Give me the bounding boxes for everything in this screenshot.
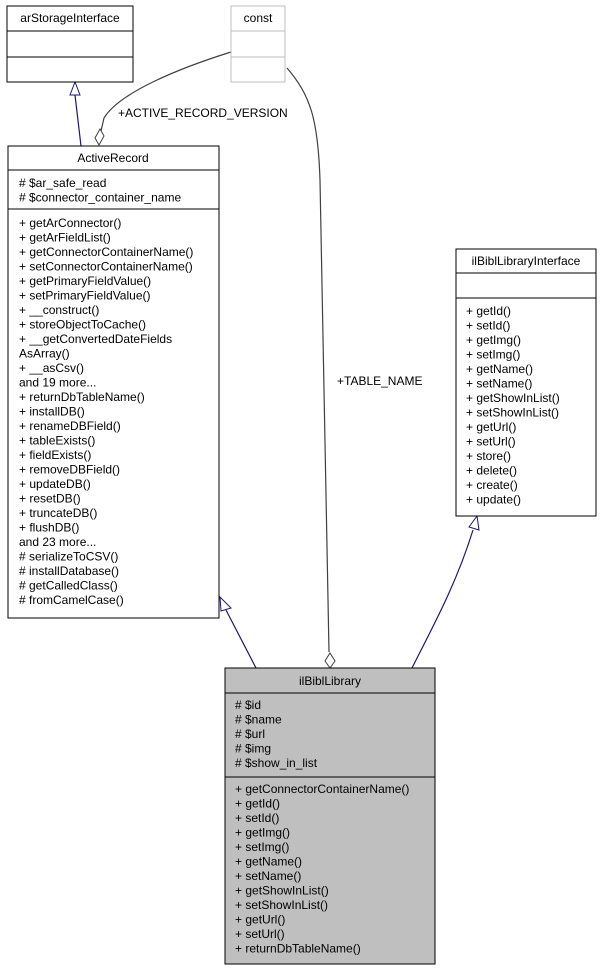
method-item: + setImg() bbox=[466, 348, 520, 362]
method-item: # installDatabase() bbox=[19, 564, 119, 578]
attribute-item: # $name bbox=[235, 713, 282, 727]
class-title: ilBiblLibraryInterface bbox=[472, 254, 581, 268]
attribute-list: # $ar_safe_read# $connector_container_na… bbox=[19, 176, 181, 205]
method-item: + getConnectorContainerName() bbox=[19, 245, 193, 259]
class-title: arStorageInterface bbox=[20, 11, 120, 25]
class-ar-storage-interface[interactable]: arStorageInterface bbox=[6, 5, 134, 83]
method-list: + getConnectorContainerName()+ getId()+ … bbox=[235, 782, 409, 956]
method-item: AsArray() bbox=[19, 347, 70, 361]
method-item: + getArFieldList() bbox=[19, 231, 111, 245]
method-item: + setPrimaryFieldValue() bbox=[19, 289, 150, 303]
attribute-item: # $show_in_list bbox=[235, 756, 318, 770]
method-item: + getImg() bbox=[235, 826, 290, 840]
method-item: and 19 more... bbox=[19, 376, 96, 390]
method-item: + flushDB() bbox=[19, 521, 79, 535]
method-item: + getName() bbox=[235, 855, 302, 869]
method-item: + __construct() bbox=[19, 303, 99, 317]
method-item: + store() bbox=[466, 449, 511, 463]
method-item: + getName() bbox=[466, 362, 533, 376]
method-item: + setConnectorContainerName() bbox=[19, 260, 193, 274]
method-list: + getArConnector()+ getArFieldList()+ ge… bbox=[19, 216, 193, 607]
attribute-item: # $img bbox=[235, 742, 271, 756]
method-item: + getUrl() bbox=[466, 420, 516, 434]
method-item: # serializeToCSV() bbox=[19, 550, 118, 564]
method-item: + installDB() bbox=[19, 405, 85, 419]
attribute-item: # $id bbox=[235, 698, 261, 712]
edge-ilbibllibrary-to-interface bbox=[411, 514, 480, 669]
method-item: + getPrimaryFieldValue() bbox=[19, 274, 151, 288]
method-item: + setName() bbox=[235, 869, 301, 883]
edge-label-table-name: +TABLE_NAME bbox=[337, 374, 422, 388]
class-ilbibl-library-interface[interactable]: ilBiblLibraryInterface + getId()+ setId(… bbox=[455, 248, 597, 517]
attribute-list: # $id# $name# $url# $img# $show_in_list bbox=[235, 698, 318, 770]
method-item: + getShowInList() bbox=[466, 391, 560, 405]
edge-activerecord-to-arstorageinterface bbox=[69, 80, 82, 147]
method-item: + getUrl() bbox=[235, 913, 285, 927]
method-item: # getCalledClass() bbox=[19, 579, 118, 593]
class-title: ilBiblLibrary bbox=[299, 674, 361, 688]
method-item: + updateDB() bbox=[19, 477, 91, 491]
method-list: + getId()+ setId()+ getImg()+ setImg()+ … bbox=[466, 304, 560, 507]
edge-ilbibllibrary-to-activerecord bbox=[219, 595, 257, 669]
method-item: + setId() bbox=[235, 811, 279, 825]
class-title: const bbox=[244, 11, 273, 25]
class-const[interactable]: const bbox=[230, 5, 286, 83]
method-item: + create() bbox=[466, 478, 518, 492]
method-item: + setUrl() bbox=[466, 435, 516, 449]
method-item: + removeDBField() bbox=[19, 463, 120, 477]
method-item: + setId() bbox=[466, 319, 510, 333]
class-ilbibl-library[interactable]: ilBiblLibrary # $id# $name# $url# $img# … bbox=[224, 667, 436, 965]
method-item: + tableExists() bbox=[19, 434, 95, 448]
method-item: + truncateDB() bbox=[19, 506, 97, 520]
class-active-record[interactable]: ActiveRecord # $ar_safe_read# $connector… bbox=[7, 145, 220, 619]
method-item: + getId() bbox=[235, 797, 280, 811]
attribute-item: # $connector_container_name bbox=[19, 191, 181, 205]
method-item: + __getConvertedDateFields bbox=[19, 332, 172, 346]
method-item: + delete() bbox=[466, 464, 517, 478]
method-item: and 23 more... bbox=[19, 535, 96, 549]
method-item: + setShowInList() bbox=[235, 898, 328, 912]
method-item: + resetDB() bbox=[19, 492, 81, 506]
method-item: # fromCamelCase() bbox=[19, 593, 124, 607]
edge-const-to-activerecord bbox=[94, 51, 232, 147]
edge-label-active-record-version: +ACTIVE_RECORD_VERSION bbox=[118, 106, 288, 120]
method-item: + setUrl() bbox=[235, 927, 285, 941]
method-item: + getImg() bbox=[466, 333, 521, 347]
method-item: + getShowInList() bbox=[235, 884, 329, 898]
class-title: ActiveRecord bbox=[77, 151, 148, 165]
method-item: + returnDbTableName() bbox=[19, 390, 145, 404]
attribute-item: # $ar_safe_read bbox=[19, 176, 106, 190]
edge-const-to-ilbibllibrary bbox=[286, 67, 336, 669]
method-item: + storeObjectToCache() bbox=[19, 318, 146, 332]
method-item: + getId() bbox=[466, 304, 511, 318]
method-item: + returnDbTableName() bbox=[235, 942, 361, 956]
method-item: + __asCsv() bbox=[19, 361, 84, 375]
method-item: + update() bbox=[466, 493, 521, 507]
method-item: + setName() bbox=[466, 377, 532, 391]
method-item: + setShowInList() bbox=[466, 406, 559, 420]
method-item: + setImg() bbox=[235, 840, 289, 854]
method-item: + getArConnector() bbox=[19, 216, 121, 230]
method-item: + fieldExists() bbox=[19, 448, 91, 462]
method-item: + getConnectorContainerName() bbox=[235, 782, 409, 796]
method-item: + renameDBField() bbox=[19, 419, 121, 433]
attribute-item: # $url bbox=[235, 727, 265, 741]
